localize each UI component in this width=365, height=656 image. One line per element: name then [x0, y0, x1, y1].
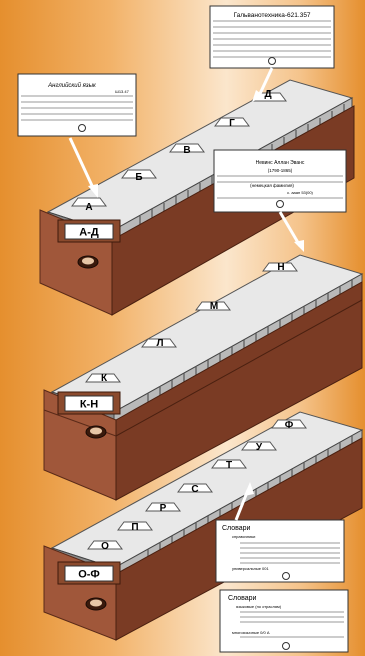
card3-line4: с. ааан 53(00) [287, 190, 313, 195]
drawer3-label: О-Ф [78, 569, 100, 581]
card4-subtitle: справочники [232, 534, 255, 539]
drawer1-label: А-Д [79, 227, 99, 239]
drawer1-tab-v: В [183, 145, 190, 156]
drawer3-tab-o: О [101, 541, 109, 552]
drawer3-tab-r: Р [160, 503, 167, 514]
card3-line3: (немецкая фамилия) [250, 183, 294, 188]
card4-title: Словари [222, 525, 251, 532]
card5-subtitle: языковые (по отраслям) [236, 604, 282, 609]
drawer1-tab-g: Г [229, 118, 235, 129]
card1-title: Гальванотехника-621.357 [233, 12, 310, 19]
card5-footer: многоязычные 0/0 А [232, 630, 270, 635]
drawer1-tab-a: А [85, 202, 92, 213]
card4-footer: универсальные 001 [232, 566, 269, 571]
card3-line2: (1790-1865) [268, 168, 293, 173]
drawer3-tab-t: Т [226, 460, 232, 471]
card2-title: Английский язык [47, 82, 97, 89]
drawer2-tab-n: Н [277, 262, 284, 273]
drawer2-tab-m: М [210, 301, 218, 312]
drawer2-tab-k: К [101, 373, 108, 384]
drawer1-tab-d: Д [264, 89, 271, 100]
catalog-card-dictionaries-language: Словари языковые (по отраслям) многоязыч… [220, 590, 348, 652]
drawer3-tab-s: С [191, 484, 198, 495]
drawer2-tab-l: Л [156, 338, 163, 349]
drawer3-tab-u: У [256, 442, 263, 453]
drawer2-label-text: К-Н [80, 399, 98, 411]
drawer1-tab-b: Б [135, 172, 142, 183]
drawer3-tab-p: П [131, 522, 138, 533]
card3-line1: Невинс Аллан Эванс [256, 160, 305, 166]
card5-title: Словари [228, 595, 257, 602]
drawer3-tab-f: Ф [285, 420, 294, 431]
card2-code: Ш13.47 [115, 89, 129, 94]
